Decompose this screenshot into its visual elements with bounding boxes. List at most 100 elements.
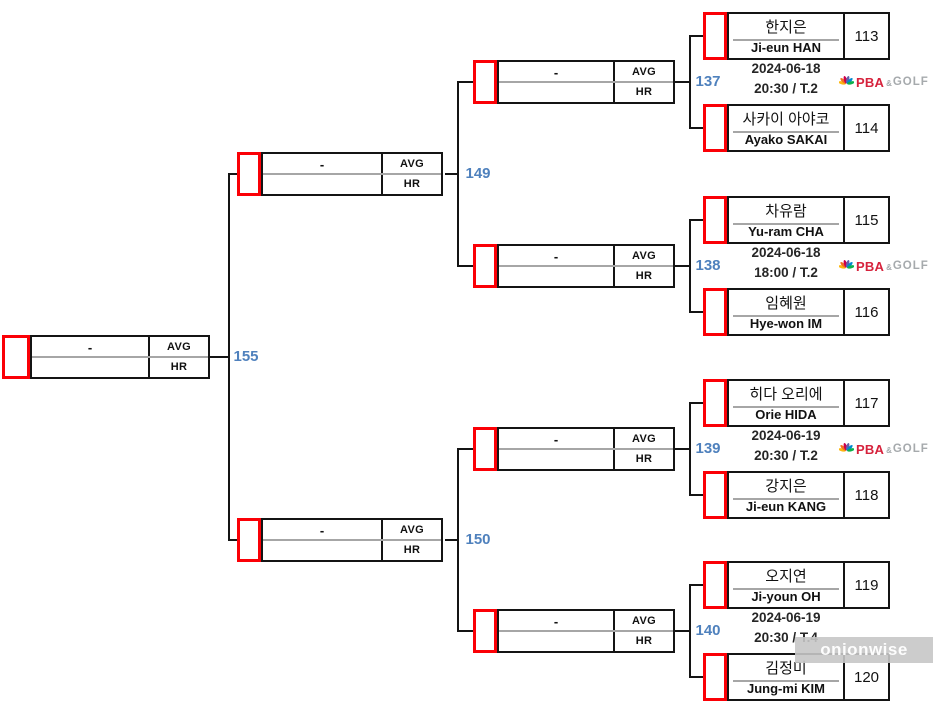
score-value — [263, 174, 381, 194]
player-name-korean: 차유람 — [765, 203, 807, 220]
row-divider — [499, 265, 673, 267]
score-value — [499, 449, 613, 469]
pba-golf-logo: PBA & GOLF — [839, 258, 929, 274]
result-box: - AVG HR — [30, 335, 210, 379]
score-value: - — [319, 522, 325, 538]
logo-text-golf: GOLF — [892, 76, 929, 88]
avg-label: AVG — [400, 524, 424, 536]
seed-box — [237, 152, 261, 196]
bracket-connector — [691, 584, 703, 586]
seed-box — [473, 609, 497, 653]
player-name-box: 히다 오리에 Orie HIDA — [727, 379, 845, 427]
row-divider — [499, 630, 673, 632]
final-result-box: - AVG HR — [2, 335, 210, 379]
score-value: - — [553, 248, 559, 264]
player-box-119: 오지연 Ji-youn OH 119 — [703, 561, 890, 609]
seed-box — [703, 561, 727, 609]
bracket-connector — [230, 539, 237, 541]
draw-number: 113 — [845, 12, 890, 60]
player-box-117: 히다 오리에 Orie HIDA 117 — [703, 379, 890, 427]
score-column: - — [499, 611, 613, 651]
player-name-korean: 김정미 — [765, 660, 807, 677]
hr-label: HR — [403, 178, 421, 190]
row-divider — [32, 356, 208, 358]
match-date: 2024-06-19 — [751, 610, 821, 625]
hr-label: HR — [403, 544, 421, 556]
score-column: - — [263, 520, 381, 560]
bracket-connector — [210, 356, 230, 358]
player-name-english: Orie HIDA — [755, 407, 817, 422]
seed-box — [703, 196, 727, 244]
quarterfinal-result-box-1: - AVG HR — [473, 60, 675, 104]
bracket-connector — [691, 494, 703, 496]
score-column: - — [499, 246, 613, 286]
logo-text-pba: PBA — [856, 441, 885, 457]
seed-box — [473, 244, 497, 288]
hr-label: HR — [635, 86, 653, 98]
bracket-connector — [459, 448, 473, 450]
bracket-connector — [445, 539, 459, 541]
logo-text-golf: GOLF — [892, 443, 929, 455]
score-value: - — [553, 64, 559, 80]
semifinal-match-number: 150 — [465, 531, 491, 548]
match-time: 20:30 / T.2 — [754, 448, 818, 463]
bracket-connector — [230, 173, 237, 175]
name-divider — [733, 131, 839, 133]
bracket-connector — [691, 402, 703, 404]
logo-text-amp: & — [886, 445, 892, 455]
seed-box — [703, 379, 727, 427]
seed-box — [237, 518, 261, 562]
logo-text-pba: PBA — [856, 258, 885, 274]
player-name-korean: 히다 오리에 — [749, 386, 823, 403]
draw-number: 114 — [845, 104, 890, 152]
player-name-english: Ji-eun HAN — [750, 40, 822, 55]
bracket-connector — [689, 219, 691, 313]
row-divider — [499, 81, 673, 83]
nbc-peacock-icon — [839, 442, 854, 452]
hr-label: HR — [635, 453, 653, 465]
score-value: - — [87, 339, 93, 355]
score-value — [499, 266, 613, 286]
bracket-connector — [691, 35, 703, 37]
score-value — [499, 631, 613, 651]
draw-number: 116 — [845, 288, 890, 336]
pba-golf-logo: PBA & GOLF — [839, 441, 929, 457]
player-name-korean: 한지은 — [765, 19, 807, 36]
quarterfinal-result-box-2: - AVG HR — [473, 244, 675, 288]
result-box: - AVG HR — [497, 427, 675, 471]
nbc-peacock-icon — [839, 259, 854, 269]
player-box-113: 한지은 Ji-eun HAN 113 — [703, 12, 890, 60]
player-name-box: 차유람 Yu-ram CHA — [727, 196, 845, 244]
bracket-connector — [675, 448, 691, 450]
row-divider — [263, 539, 441, 541]
bracket-connector — [689, 584, 691, 678]
result-box: - AVG HR — [497, 60, 675, 104]
bracket-connector — [675, 630, 691, 632]
bracket-connector — [675, 265, 691, 267]
avg-label: AVG — [400, 158, 424, 170]
bracket-connector — [691, 219, 703, 221]
bracket-connector — [445, 173, 459, 175]
score-value: - — [319, 156, 325, 172]
name-divider — [733, 680, 839, 682]
hr-label: HR — [635, 270, 653, 282]
avg-label: AVG — [632, 250, 656, 262]
seed-box — [703, 12, 727, 60]
draw-number: 118 — [845, 471, 890, 519]
name-divider — [733, 315, 839, 317]
match-date: 2024-06-18 — [751, 245, 821, 260]
result-box: - AVG HR — [497, 609, 675, 653]
score-value: - — [553, 431, 559, 447]
quarterfinal-result-box-4: - AVG HR — [473, 609, 675, 653]
name-divider — [733, 406, 839, 408]
player-name-box: 한지은 Ji-eun HAN — [727, 12, 845, 60]
name-divider — [733, 588, 839, 590]
score-column: - — [263, 154, 381, 194]
player-name-box: 오지연 Ji-youn OH — [727, 561, 845, 609]
logo-text-golf: GOLF — [892, 260, 929, 272]
player-box-118: 강지은 Ji-eun KANG 118 — [703, 471, 890, 519]
match-time: 20:30 / T.2 — [754, 81, 818, 96]
bracket-connector — [691, 311, 703, 313]
hr-label: HR — [635, 635, 653, 647]
seed-box — [703, 653, 727, 701]
